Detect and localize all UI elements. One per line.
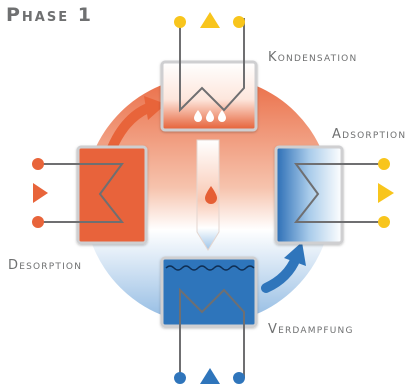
triangle-icon (378, 183, 394, 203)
evaporator-coil (179, 287, 245, 378)
triangle-icon (33, 183, 48, 203)
arrow-head-icon (284, 242, 306, 266)
label-adsorption: Adsorption (332, 127, 407, 142)
page-title: Phase 1 (6, 4, 93, 26)
wave-icon (165, 265, 255, 271)
evaporator-box (160, 256, 258, 384)
pipe-connector-icon (378, 158, 390, 170)
pipe-connector-icon (174, 16, 186, 28)
label-kondensation: Kondensation (268, 50, 358, 65)
pipe-connector-icon (233, 16, 245, 28)
desorber-box (32, 145, 148, 245)
condenser-coil (179, 18, 245, 113)
triangle-icon (200, 368, 220, 384)
pipe-connector-icon (32, 158, 44, 170)
arrow-icon (107, 103, 153, 153)
water-drop-icon (205, 186, 217, 204)
adsorber-coil (293, 163, 384, 223)
pipe-connector-icon (378, 216, 390, 228)
condenser-box (160, 12, 258, 132)
label-desorption: Desorption (8, 258, 83, 273)
pipe-connector-icon (32, 216, 44, 228)
droplets-icon (194, 110, 226, 122)
adsorber-box (274, 145, 394, 245)
triangle-icon (200, 12, 220, 28)
pipe-connector-icon (233, 372, 245, 384)
desorber-coil (38, 163, 125, 223)
pipe-connector-icon (174, 372, 186, 384)
label-verdampfung: Verdampfung (268, 322, 354, 337)
